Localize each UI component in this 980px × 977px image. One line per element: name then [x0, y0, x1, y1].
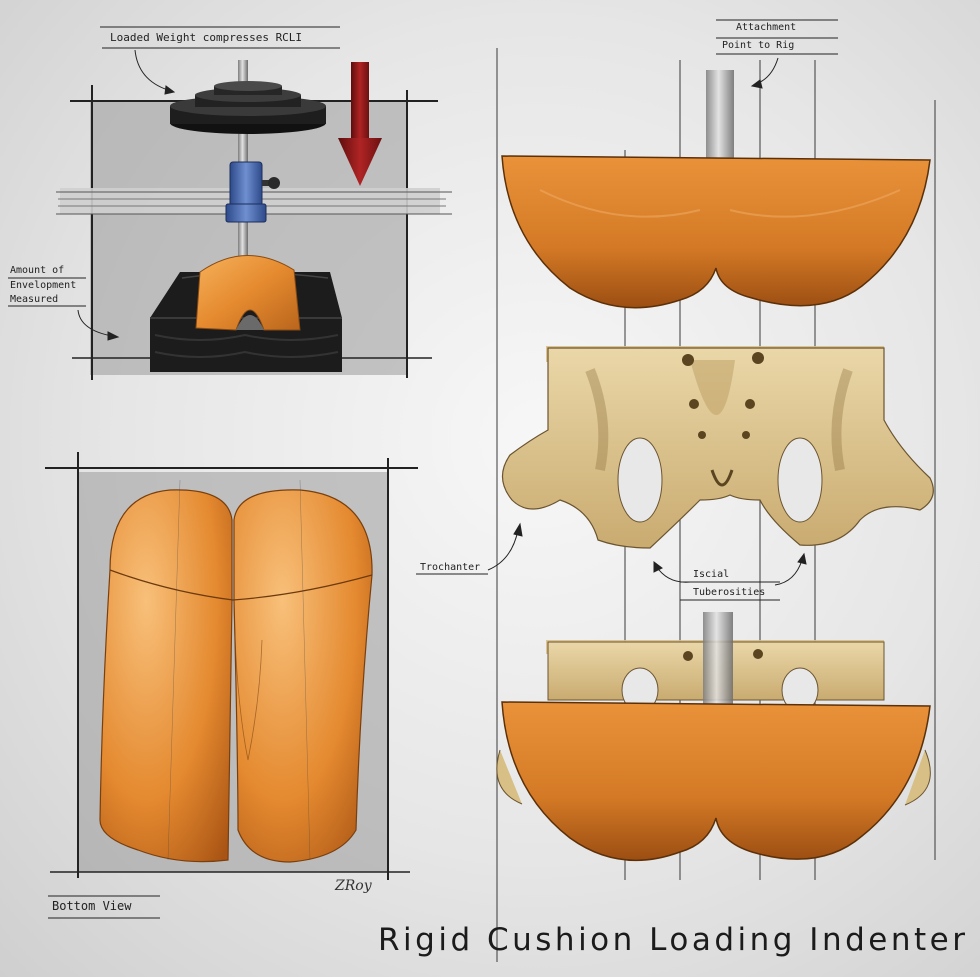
indenter-top-view [501, 155, 931, 309]
right-column-diagram [496, 48, 936, 962]
sketch-guide [167, 479, 181, 861]
weight-plates [170, 81, 326, 134]
lobe-gap [233, 604, 263, 761]
test-rig-diagram [56, 60, 452, 380]
page-title: Rigid Cushion Loading Indenter [378, 922, 969, 958]
lobe-seam [109, 569, 373, 601]
loaded-weight-label: Loaded Weight compresses RCLI [110, 31, 303, 44]
sketch-guide [299, 479, 311, 861]
envelopment-label-line1: Amount of [10, 265, 65, 276]
iscial-label-line1: Iscial [693, 569, 730, 580]
left-lobe [99, 489, 233, 863]
pelvis-illustration [501, 346, 934, 549]
blue-clamp [225, 161, 280, 223]
indenter-on-cushion [195, 255, 301, 331]
attachment-rod [706, 70, 734, 160]
iscial-label-line2: Tuberosities [693, 587, 766, 598]
artist-signature: ZRoy [335, 878, 372, 894]
attachment-label-line1: Attachment [736, 22, 797, 33]
annotation-leaders [8, 19, 838, 919]
indenter-bottom-view [501, 701, 931, 862]
pelvis-on-indenter [496, 612, 931, 862]
envelopment-label-line2: Envelopment [10, 280, 77, 291]
down-arrow-icon [338, 62, 382, 186]
bottom-view-diagram [45, 452, 418, 880]
attachment-label-line2: Point to Rig [722, 40, 795, 51]
trochanter-label: Trochanter [420, 562, 481, 573]
bottom-view-label: Bottom View [52, 899, 132, 913]
right-lobe [233, 489, 373, 863]
envelopment-label-line3: Measured [10, 294, 59, 305]
